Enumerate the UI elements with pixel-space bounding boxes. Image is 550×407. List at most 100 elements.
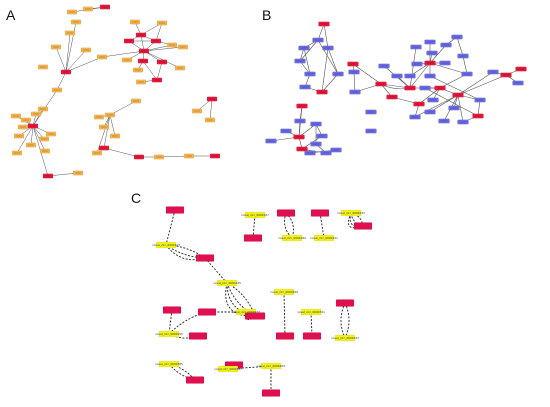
panelB-edge <box>327 47 339 75</box>
panelA-node-label-mark <box>180 46 186 48</box>
panelB-node <box>500 72 512 78</box>
panelB-node-label-mark <box>267 140 275 142</box>
panelB-node-label-mark <box>298 105 306 107</box>
panelB-node <box>452 92 464 98</box>
panelA-edge <box>65 49 87 73</box>
panelC-node <box>155 241 177 249</box>
circrna-label: novel_circ_0000211 <box>310 236 338 240</box>
panelA-node <box>135 79 147 85</box>
panelB-node-label-mark <box>502 74 510 76</box>
panelB-node-label-mark <box>412 46 420 48</box>
panelA-node <box>80 47 92 53</box>
panelB-node <box>386 94 398 100</box>
panelA-node-label-mark <box>126 40 132 42</box>
panelA-node-label-mark <box>101 147 107 149</box>
panelA-node-label-mark <box>194 110 200 112</box>
panelB-node <box>461 71 473 77</box>
panelA-edge <box>101 50 145 58</box>
panelA-node-label-mark <box>154 79 160 81</box>
panelA-node <box>174 65 186 71</box>
panelA-node-label-mark <box>28 144 34 146</box>
panelA-node-label-mark <box>40 66 46 68</box>
panelC-edge <box>165 209 176 246</box>
panelA-node <box>121 57 133 63</box>
panelA-node-label-mark <box>23 119 29 121</box>
panelB-node-label-mark <box>349 63 357 65</box>
panelA-node <box>129 19 141 25</box>
panelA-node-label-mark <box>73 21 79 23</box>
panelB-node <box>424 60 436 66</box>
panelA-node <box>132 67 144 73</box>
panelA-node-label-mark <box>132 21 138 23</box>
panelB-node <box>424 73 436 79</box>
panelB-node-label-mark <box>428 52 436 54</box>
panelA-node-label-mark <box>169 44 175 46</box>
panelA-node <box>38 136 50 142</box>
panelB-node-label-mark <box>367 130 375 132</box>
panelC-node <box>273 288 295 296</box>
panelC-node <box>165 206 185 214</box>
panelA-node-label-mark <box>96 116 102 118</box>
panelB-node-label-mark <box>450 107 458 109</box>
panelB-node <box>439 60 451 66</box>
panelB-node <box>426 50 438 56</box>
panelA-node <box>166 42 178 48</box>
panelA-node <box>151 77 163 83</box>
panelB-node <box>404 73 416 79</box>
panelB-node <box>296 146 308 152</box>
panelB-node <box>365 109 377 115</box>
panelB-node <box>322 45 334 51</box>
panelB-node-label-mark <box>306 73 314 75</box>
panelB-edge <box>457 71 494 96</box>
panelC-node <box>276 209 296 217</box>
panelA-node-label-mark <box>135 69 141 71</box>
panelB-node-label-mark <box>380 65 388 67</box>
panelA-node <box>64 30 76 36</box>
panelB-edge <box>439 73 468 89</box>
panelB-node <box>320 150 332 156</box>
panelB-node-label-mark <box>459 55 467 57</box>
panelA-node <box>123 38 135 44</box>
panelB-node <box>424 39 436 45</box>
panelA-node <box>66 9 78 15</box>
panelB-node <box>296 103 308 109</box>
panelB-node-label-mark <box>324 47 332 49</box>
panelC-edge <box>319 212 325 239</box>
panelB-node-label-mark <box>413 63 421 65</box>
panelB-edge <box>456 36 464 57</box>
panelC-edge <box>225 282 256 317</box>
panelA-node <box>10 113 22 119</box>
panelB-node <box>487 69 499 75</box>
panelA-node <box>209 153 221 159</box>
panelB-edge <box>462 55 468 75</box>
panelB-node <box>410 44 422 50</box>
panelA-node <box>204 117 216 123</box>
panelA-node-label-mark <box>99 56 105 58</box>
panelA-node <box>20 117 32 123</box>
panelB-edge <box>457 94 464 123</box>
panelB-node-label-mark <box>295 136 303 138</box>
panelB-edge <box>352 63 382 85</box>
panelA-node <box>42 173 54 179</box>
panelA-node <box>37 64 49 70</box>
panelB-node <box>348 69 360 75</box>
panelB-node <box>375 81 387 87</box>
panelA-node-label-mark <box>153 40 159 42</box>
panelB-node <box>294 118 306 124</box>
panelB-edge <box>298 120 301 138</box>
panelA-node <box>96 54 108 60</box>
panelC-node <box>340 209 362 217</box>
panelB-node-label-mark <box>421 87 429 89</box>
panelA-node-label-mark <box>30 125 36 127</box>
panelB-edge <box>429 44 447 64</box>
panelC-node <box>162 306 182 314</box>
panelA-node <box>82 6 94 12</box>
panelB-node <box>347 61 359 67</box>
panelA-edge <box>155 22 163 42</box>
panelA-node-label-mark <box>85 8 91 10</box>
panelB-node <box>409 114 421 120</box>
panelA-node <box>91 150 103 156</box>
panelA-node <box>45 131 57 137</box>
panelA-node <box>109 133 121 139</box>
circrna-label: novel_circ_0000189 <box>278 236 306 240</box>
